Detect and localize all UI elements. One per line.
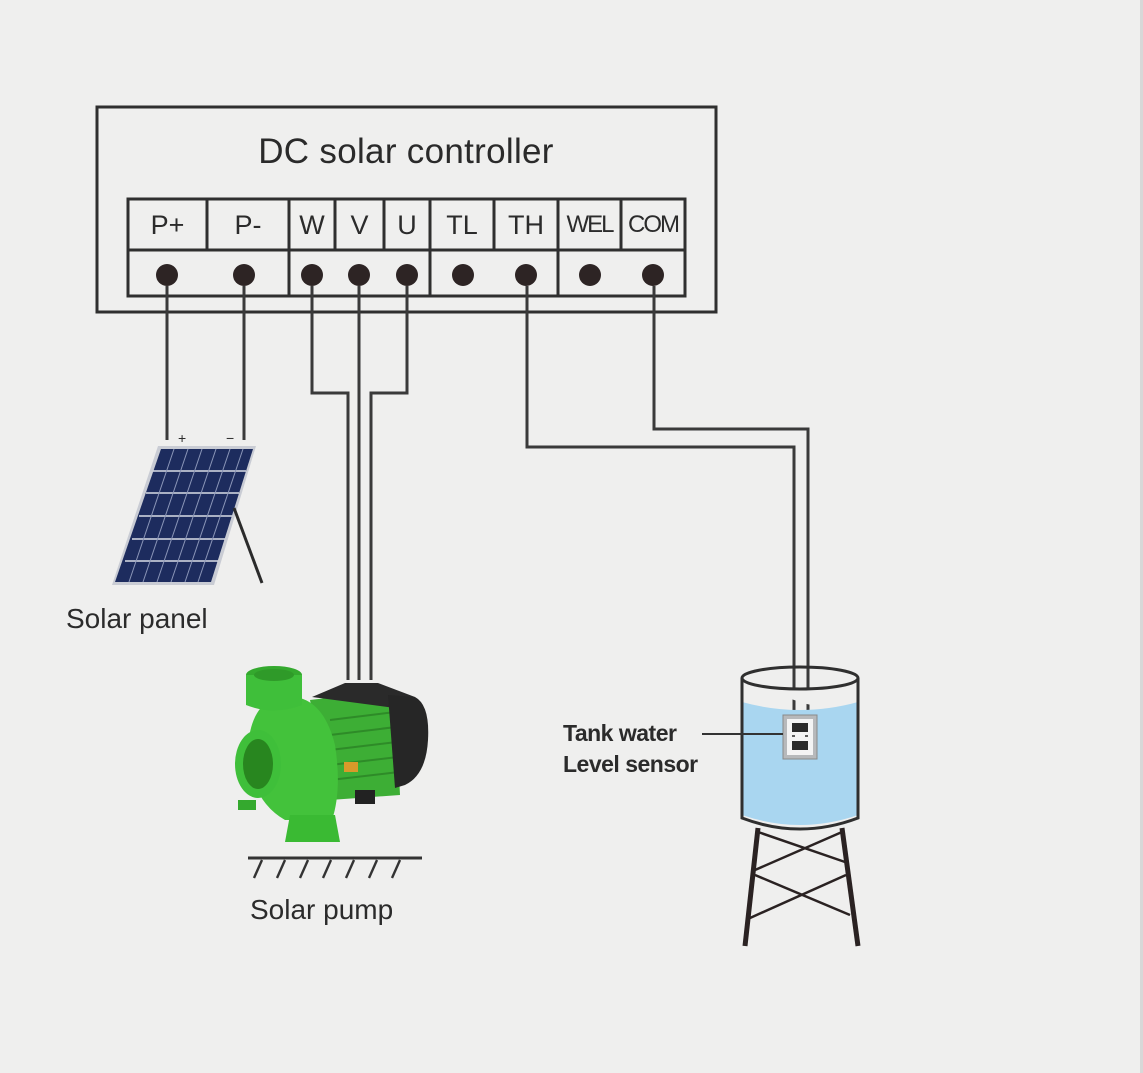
panel-minus-mark: − (226, 430, 234, 446)
terminal-p-minus: P- (234, 210, 262, 240)
screw-p-plus (156, 264, 178, 286)
terminal-p-plus: P+ (150, 210, 185, 240)
terminal-wel: WEL (566, 211, 614, 238)
wire-th (525, 286, 796, 740)
solar-panel-icon: + − (112, 430, 264, 585)
wire-u (369, 286, 409, 680)
panel-plus-mark: + (178, 430, 186, 446)
wire-com (652, 286, 810, 740)
controller-title: DC solar controller (258, 132, 554, 171)
solar-panel-label: Solar panel (66, 603, 208, 634)
terminal-screws (156, 264, 664, 286)
wire-w (310, 286, 350, 680)
tank-sensor-label-line1: Tank water (563, 720, 677, 746)
screw-v (348, 264, 370, 286)
screw-wel (579, 264, 601, 286)
terminal-w: W (299, 210, 325, 240)
level-sensor-icon (782, 714, 818, 760)
wires (165, 286, 810, 740)
screw-tl (452, 264, 474, 286)
terminal-u: U (397, 210, 417, 240)
terminal-th: TH (508, 210, 544, 240)
screw-p-minus (233, 264, 255, 286)
screw-u (396, 264, 418, 286)
right-edge-shadow (1140, 0, 1143, 1073)
screw-th (515, 264, 537, 286)
solar-pump-label: Solar pump (250, 894, 394, 925)
screw-com (642, 264, 664, 286)
water-tank-icon (702, 665, 861, 947)
terminal-v: V (350, 210, 369, 240)
solar-pump-icon (235, 666, 429, 879)
screw-w (301, 264, 323, 286)
panel-stand (232, 507, 264, 584)
terminal-com: COM (628, 211, 680, 238)
tank-sensor-label-line2: Level sensor (563, 751, 698, 777)
terminal-block (126, 197, 687, 298)
terminal-tl: TL (446, 210, 478, 240)
